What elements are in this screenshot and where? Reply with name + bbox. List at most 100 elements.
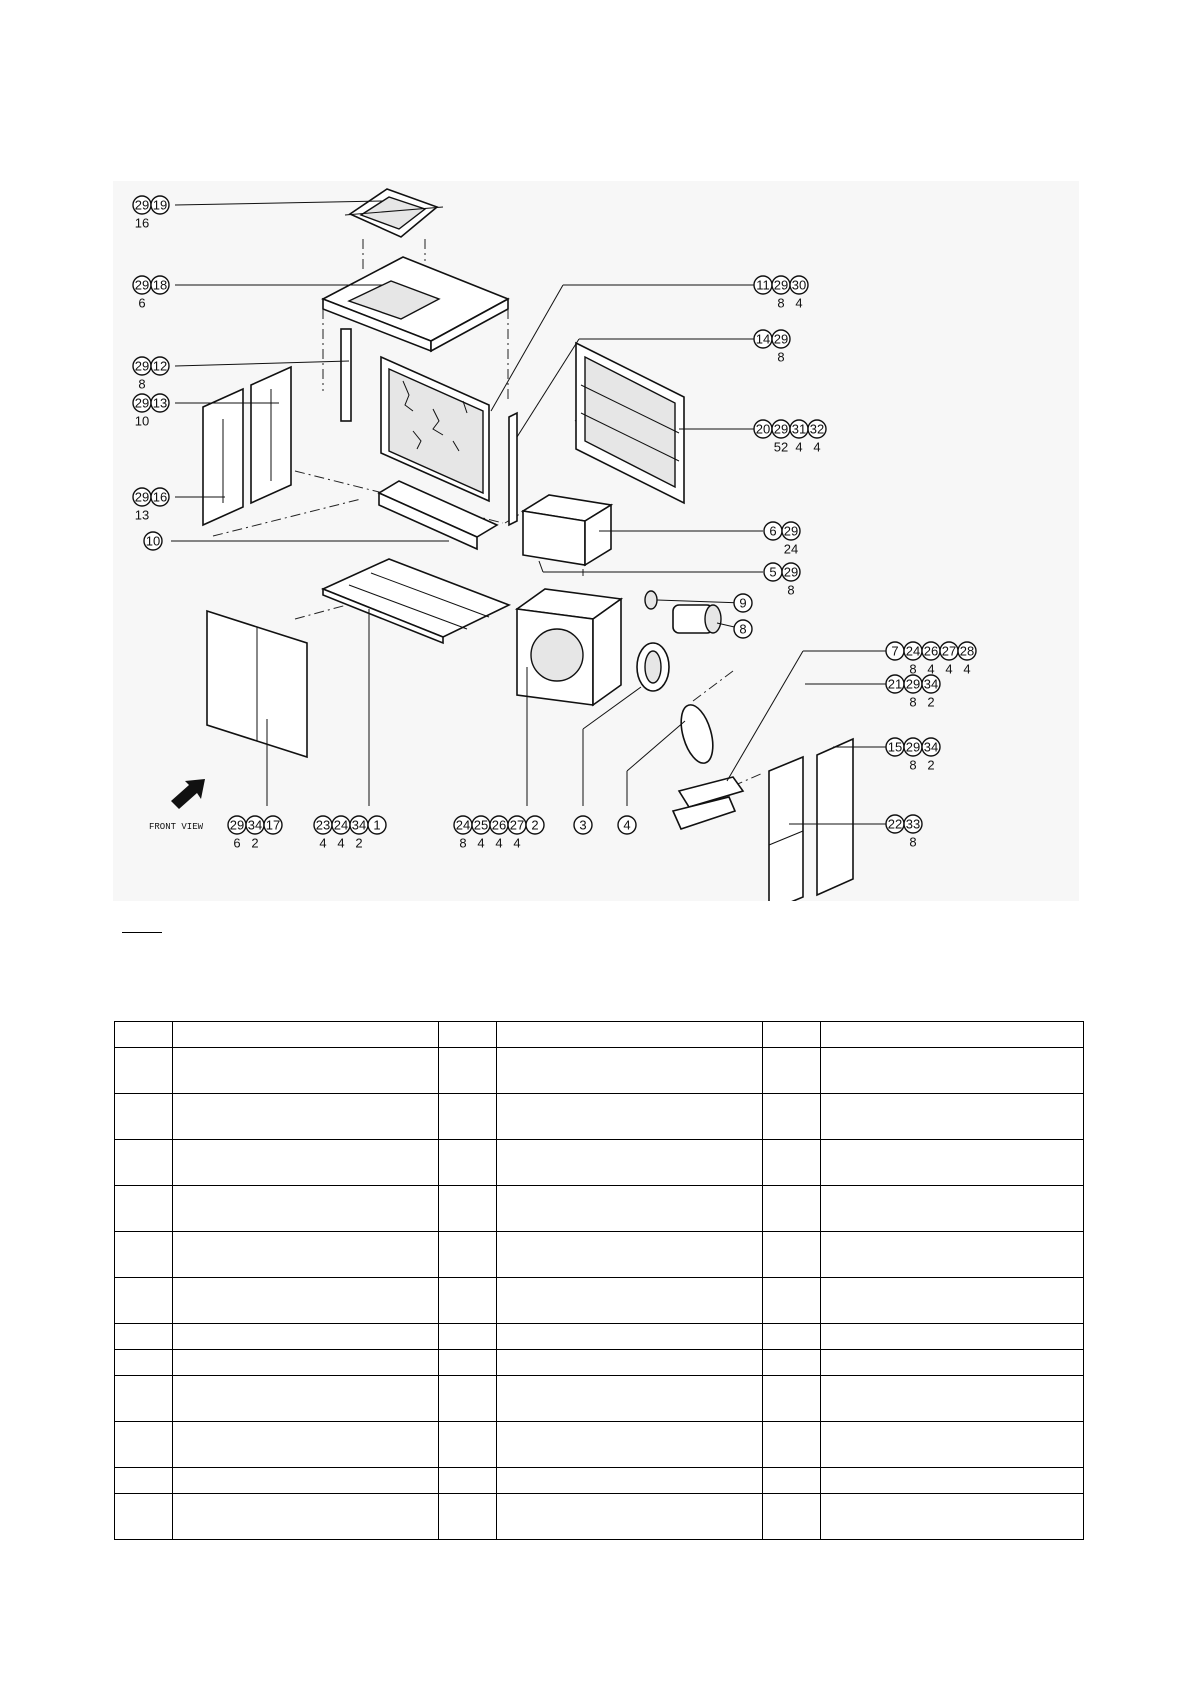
damper-frame [575, 341, 685, 505]
table-cell [438, 1421, 497, 1468]
table-cell [438, 1231, 497, 1278]
callout-number: 24 [334, 818, 348, 833]
callout-number: 10 [146, 534, 160, 549]
table-cell [496, 1323, 763, 1350]
callout-number: 11 [756, 278, 770, 293]
callout-number: 29 [135, 278, 149, 293]
callout-number: 28 [960, 644, 974, 659]
callout-circle [143, 531, 163, 551]
left-side-panels [202, 365, 292, 527]
callout-number: 12 [153, 359, 167, 374]
callout-quantity: 16 [135, 216, 149, 231]
side-rail [508, 411, 518, 527]
table-cell [172, 1139, 439, 1186]
callout-number: 16 [153, 490, 167, 505]
table-cell [438, 1349, 497, 1376]
callout-circle [150, 487, 170, 507]
callout-quantity: 4 [477, 836, 484, 851]
callout-circle [957, 641, 977, 661]
table-cell [172, 1231, 439, 1278]
table-cell [762, 1021, 821, 1048]
callout-number: 29 [784, 524, 798, 539]
table-cell [114, 1467, 173, 1494]
callout-number: 19 [153, 198, 167, 213]
callout-number: 1 [373, 818, 380, 833]
table-cell [496, 1231, 763, 1278]
table-cell [438, 1375, 497, 1422]
callout-number: 29 [774, 332, 788, 347]
callout-quantity: 4 [513, 836, 520, 851]
table-cell [820, 1375, 1084, 1422]
front-view-arrow [171, 779, 205, 809]
table-cell [762, 1421, 821, 1468]
callout-number: 34 [924, 677, 938, 692]
table-cell [820, 1323, 1084, 1350]
callout-number: 2 [531, 818, 538, 833]
callout-number: 29 [135, 359, 149, 374]
table-cell [762, 1047, 821, 1094]
table-cell [172, 1375, 439, 1422]
callout-quantity: 4 [495, 836, 502, 851]
corner-post [340, 328, 352, 422]
motor-assembly [636, 590, 722, 692]
callout-number: 18 [153, 278, 167, 293]
callout-circle [921, 674, 941, 694]
callout-number: 29 [784, 565, 798, 580]
motor-bracket [671, 776, 745, 830]
table-cell [172, 1493, 439, 1540]
callout-number: 29 [230, 818, 244, 833]
callout-circle [150, 356, 170, 376]
table-cell [496, 1349, 763, 1376]
table-cell [172, 1093, 439, 1140]
coil [380, 355, 490, 503]
callout-number: 27 [510, 818, 524, 833]
table-cell [762, 1493, 821, 1540]
front-panel [206, 609, 308, 759]
callout-quantity: 4 [319, 836, 326, 851]
table-cell [820, 1349, 1084, 1376]
table-cell [820, 1021, 1084, 1048]
exploded-view-svg: FRONT VIEW 29161929618298122910132913161… [132, 188, 977, 901]
callout-circle [150, 275, 170, 295]
callout-number: 4 [623, 818, 630, 833]
table-cell [762, 1277, 821, 1324]
table-cell [172, 1021, 439, 1048]
callout-number: 22 [888, 817, 902, 832]
callout-quantity: 8 [909, 758, 916, 773]
callout-circle [807, 419, 827, 439]
table-cell [820, 1231, 1084, 1278]
callout-quantity: 24 [784, 542, 798, 557]
table-row [114, 1139, 1084, 1186]
callout-quantity: 2 [251, 836, 258, 851]
callout-circle [781, 521, 801, 541]
callout-quantity: 4 [813, 440, 820, 455]
callout-number: 26 [924, 644, 938, 659]
table-cell [172, 1323, 439, 1350]
table-cell [172, 1185, 439, 1232]
front-view-label: FRONT VIEW [149, 822, 204, 832]
callout-circle [921, 737, 941, 757]
callout-number: 29 [135, 490, 149, 505]
table-cell [172, 1277, 439, 1324]
callout-number: 21 [888, 677, 902, 692]
table-cell [438, 1139, 497, 1186]
table-cell [114, 1047, 173, 1094]
callout-circle [617, 815, 637, 835]
table-cell [762, 1231, 821, 1278]
callout-quantity: 8 [459, 836, 466, 851]
table-cell [438, 1047, 497, 1094]
callout-quantity: 8 [909, 662, 916, 677]
table-cell [114, 1093, 173, 1140]
callout-quantity: 52 [774, 440, 788, 455]
table-cell [172, 1421, 439, 1468]
heading-underline [122, 932, 162, 933]
callout-8: 8 [733, 619, 753, 639]
callout-number: 34 [352, 818, 366, 833]
callout-number: 30 [792, 278, 806, 293]
